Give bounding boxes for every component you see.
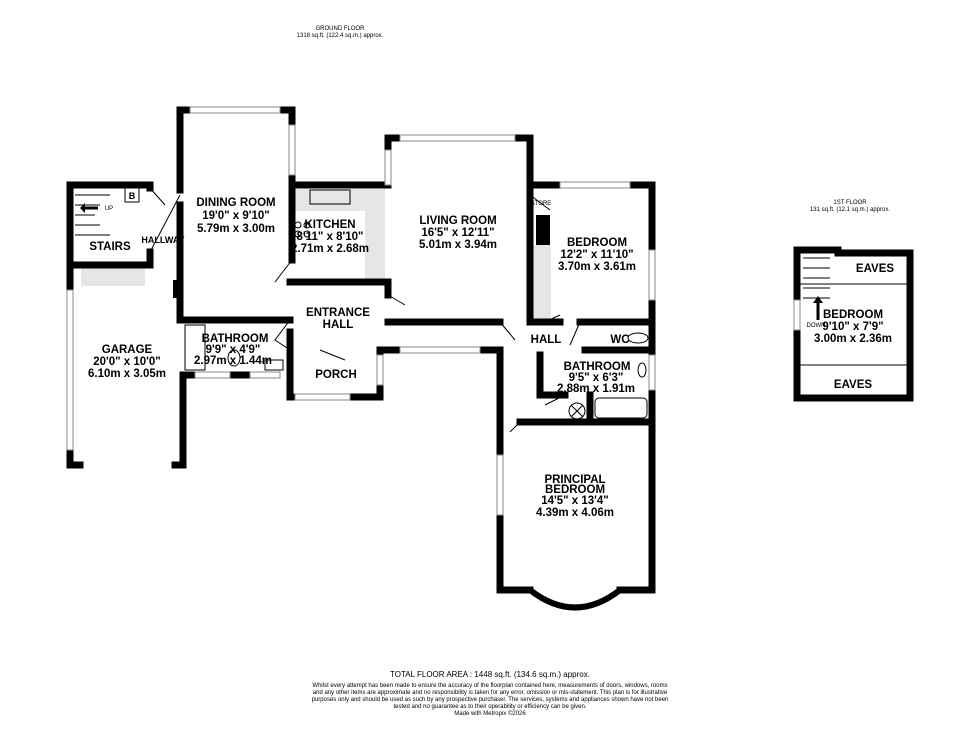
first-floor-bedroom-metric: 3.00m x 2.36m (814, 333, 892, 345)
bedroom-metric: 3.70m x 3.61m (558, 261, 636, 273)
extractor-icon (568, 402, 586, 420)
principal-bedroom-imperial: 14'5" x 13'4" (541, 495, 609, 507)
hall-label: HALL (531, 334, 562, 346)
bathroom-name: BATHROOM (202, 333, 269, 345)
disclaimer: Whilst every attempt has been made to en… (311, 683, 669, 710)
basin-icon (264, 359, 284, 371)
doors (149, 187, 581, 433)
eaves-bottom-label: EAVES (834, 379, 872, 391)
total-floor-area: TOTAL FLOOR AREA : 1448 sq.ft. (134.6 sq… (390, 670, 590, 679)
living-room-imperial: 16'5" x 12'11" (421, 227, 494, 239)
principal-bedroom-name: PRINCIPAL BEDROOM (544, 474, 606, 496)
boiler-icon (124, 187, 140, 203)
bedroom-name: BEDROOM (567, 237, 627, 249)
ground-floor-title: GROUND FLOOR (315, 26, 365, 32)
entrance-hall-label: HALL (323, 319, 354, 331)
dining-room-name: DINING ROOM (196, 197, 275, 209)
windows (66, 106, 656, 611)
store-label: STORE (531, 201, 552, 207)
first-floor-bedroom-name: BEDROOM (823, 309, 883, 321)
dining-room-metric: 5.79m x 3.00m (197, 223, 275, 235)
hob-icon (294, 221, 311, 238)
up-label: UP (105, 206, 113, 212)
bathroom-imperial: 9'9" x 4'9" (206, 344, 261, 356)
bathroom2-metric: 2.88m x 1.91m (557, 383, 635, 395)
toilet-icon (227, 349, 241, 367)
hallway-label: HALLWAY (141, 235, 184, 245)
garage-metric: 6.10m x 3.05m (88, 368, 166, 380)
shower-icon (184, 324, 206, 371)
bedroom-imperial: 12'2" x 11'10" (560, 249, 633, 261)
entrance-label: ENTRANCE (306, 307, 370, 319)
bathroom-metric: 2.97m x 1.44m (194, 355, 272, 367)
bathroom2-name: BATHROOM (564, 361, 631, 373)
ground-floor-area: 1318 sq.ft. (122.4 sq.m.) approx. (296, 33, 384, 39)
bath-icon (594, 397, 648, 419)
eaves-top-label: EAVES (856, 263, 894, 275)
fixtures (75, 187, 649, 420)
principal-bedroom-metric: 4.39m x 4.06m (536, 507, 614, 519)
kitchen-metric: 2.71m x 2.68m (291, 243, 369, 255)
first-floor-area: 131 sq.ft. (12.1 sq.m.) approx. (809, 207, 891, 213)
ground-floor-walls (66, 106, 656, 594)
ground-floor-heading: GROUND FLOOR 1318 sq.ft. (122.4 sq.m.) a… (250, 26, 430, 40)
wc-label: WC (610, 334, 629, 346)
fitted-units (81, 189, 551, 320)
kitchen-imperial: 8'11" x 8'10" (297, 231, 364, 243)
down-label: DOWN (807, 323, 826, 329)
first-floor-heading: 1ST FLOOR 131 sq.ft. (12.1 sq.m.) approx… (760, 200, 940, 214)
porch-label: PORCH (315, 369, 357, 381)
stairs-label: STAIRS (89, 241, 131, 253)
stairs-icon (75, 194, 110, 236)
sink-icon (309, 189, 351, 205)
first-floor-title: 1ST FLOOR (833, 200, 867, 206)
boiler-label: B (129, 191, 136, 201)
kitchen-name: KITCHEN (304, 219, 355, 231)
living-room-metric: 5.01m x 3.94m (419, 239, 497, 251)
first-floor-bedroom-imperial: 9'10" x 7'9" (822, 321, 883, 333)
garage-imperial: 20'0" x 10'0" (93, 356, 161, 368)
footer: TOTAL FLOOR AREA : 1448 sq.ft. (134.6 sq… (310, 670, 670, 718)
credit: Made with Metropix ©2026 (454, 711, 526, 717)
wc-toilet-icon (627, 332, 649, 344)
garage-name: GARAGE (102, 344, 153, 356)
first-floor-walls (793, 246, 914, 402)
living-room-name: LIVING ROOM (419, 215, 496, 227)
dining-room-imperial: 19'0" x 9'10" (202, 210, 270, 222)
basin-icon-2 (637, 362, 647, 378)
bathroom2-imperial: 9'5" x 6'3" (569, 372, 624, 384)
